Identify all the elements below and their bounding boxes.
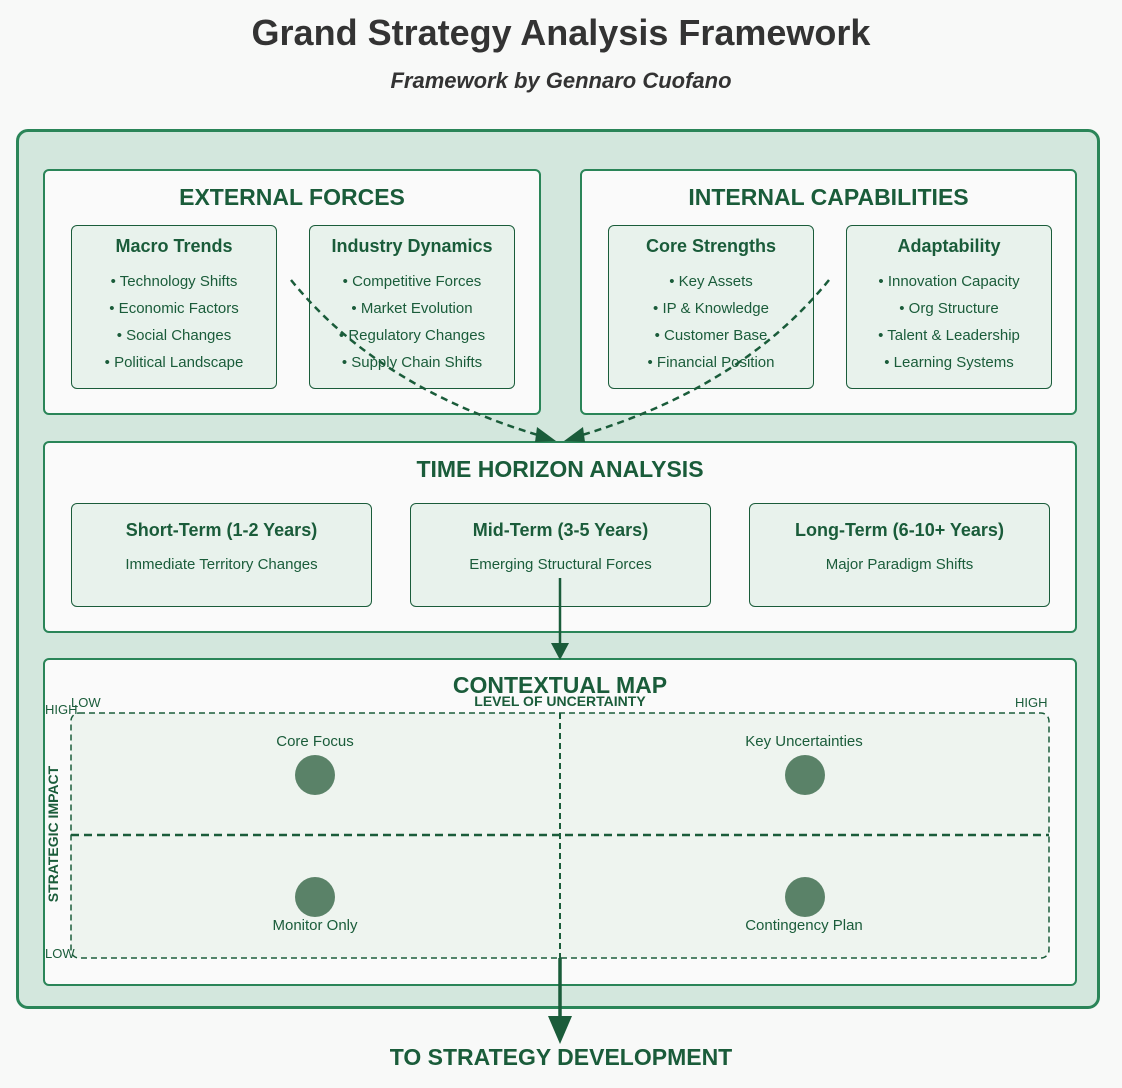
quadrant-contingency-plan-label: Contingency Plan — [745, 917, 863, 934]
card-title: Industry Dynamics — [331, 236, 493, 256]
quadrant-key-uncertainties-marker — [785, 755, 825, 795]
card-description: Emerging Structural Forces — [469, 556, 652, 573]
quadrant-monitor-only-label: Monitor Only — [272, 917, 358, 934]
y-axis-title: STRATEGIC IMPACT — [45, 765, 61, 903]
quadrant-key-uncertainties-label: Key Uncertainties — [745, 733, 863, 750]
map-to-strategy-arrowhead — [548, 1016, 572, 1044]
internal-to-time-connector — [571, 279, 830, 440]
page-title: Grand Strategy Analysis Framework — [251, 12, 871, 53]
y-axis-low-label: LOW — [45, 946, 75, 961]
quadrant-core-focus-label: Core Focus — [276, 733, 354, 750]
card-item: • Supply Chain Shifts — [341, 354, 483, 371]
x-axis-title: LEVEL OF UNCERTAINTY — [474, 693, 646, 709]
external-arrowhead — [535, 427, 556, 442]
x-axis-high-label: HIGH — [1015, 695, 1048, 710]
time-horizon-title: TIME HORIZON ANALYSIS — [416, 456, 704, 482]
card-title: Macro Trends — [115, 236, 233, 256]
card-item: • Social Changes — [116, 327, 232, 344]
external-forces-panel: EXTERNAL FORCES Macro Trends • Technolog… — [43, 169, 541, 415]
card-item: • Org Structure — [899, 300, 999, 317]
x-axis-low-label: LOW — [71, 695, 101, 710]
quadrant-monitor-only-marker — [295, 877, 335, 917]
card-item: • Economic Factors — [109, 300, 239, 317]
card-title: Mid-Term (3-5 Years) — [472, 520, 649, 540]
strategy-development-label: TO STRATEGY DEVELOPMENT — [389, 1044, 733, 1070]
card-item: • Innovation Capacity — [878, 273, 1020, 290]
card-title: Short-Term (1-2 Years) — [125, 520, 318, 540]
card-item: • Financial Position — [647, 354, 775, 371]
card-title: Core Strengths — [645, 236, 777, 256]
card-item: • Key Assets — [669, 273, 753, 290]
page-subtitle: Framework by Gennaro Cuofano — [390, 68, 732, 93]
external-to-time-connector — [290, 279, 549, 440]
internal-capabilities-panel: INTERNAL CAPABILITIES Core Strengths • K… — [580, 169, 1077, 415]
card-item: • Regulatory Changes — [338, 327, 486, 344]
card-item: • Talent & Leadership — [878, 327, 1020, 344]
long-term-card: Long-Term (6-10+ Years) Major Paradigm S… — [749, 503, 1050, 607]
adaptability-card: Adaptability • Innovation Capacity • Org… — [846, 225, 1052, 389]
card-item: • Competitive Forces — [342, 273, 482, 290]
card-item: • Political Landscape — [104, 354, 244, 371]
card-title: Long-Term (6-10+ Years) — [795, 520, 1004, 540]
mid-term-card: Mid-Term (3-5 Years) Emerging Structural… — [410, 503, 711, 607]
card-item: • Market Evolution — [351, 300, 473, 317]
card-item: • Technology Shifts — [110, 273, 238, 290]
core-strengths-card: Core Strengths • Key Assets • IP & Knowl… — [608, 225, 814, 389]
contextual-map-title: CONTEXTUAL MAP — [452, 672, 668, 698]
time-horizon-panel: TIME HORIZON ANALYSIS Short-Term (1-2 Ye… — [43, 441, 1077, 633]
short-term-card: Short-Term (1-2 Years) Immediate Territo… — [71, 503, 372, 607]
card-description: Major Paradigm Shifts — [825, 556, 974, 573]
external-forces-title: EXTERNAL FORCES — [179, 184, 405, 210]
quadrant-core-focus-marker — [295, 755, 335, 795]
internal-arrowhead — [564, 427, 585, 442]
card-item: • Customer Base — [654, 327, 768, 344]
quadrant-contingency-plan-marker — [785, 877, 825, 917]
y-axis-high-label: HIGH — [45, 702, 78, 717]
time-to-map-arrowhead — [551, 643, 569, 660]
card-title: Adaptability — [897, 236, 1001, 256]
macro-trends-card: Macro Trends • Technology Shifts • Econo… — [71, 225, 277, 389]
card-description: Immediate Territory Changes — [125, 556, 318, 573]
card-item: • Learning Systems — [884, 354, 1014, 371]
internal-capabilities-title: INTERNAL CAPABILITIES — [688, 184, 969, 210]
industry-dynamics-card: Industry Dynamics • Competitive Forces •… — [309, 225, 515, 389]
card-item: • IP & Knowledge — [653, 300, 769, 317]
